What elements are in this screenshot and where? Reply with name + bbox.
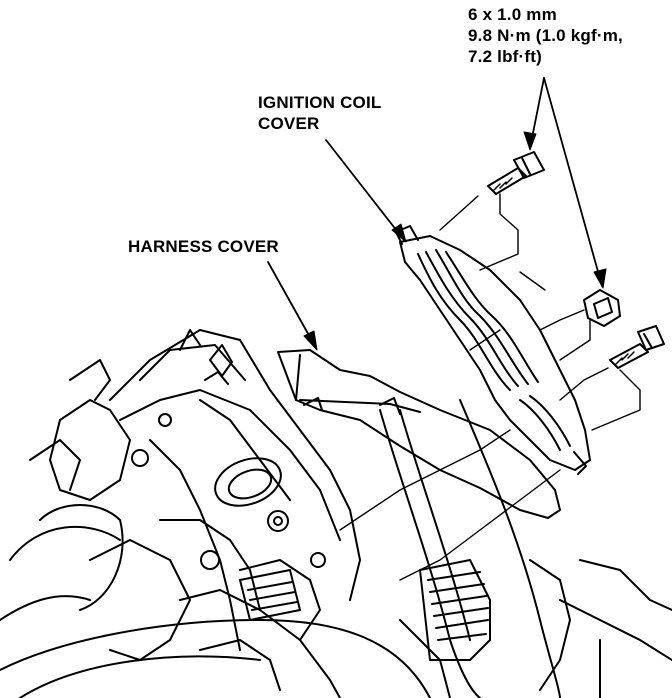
mount-bolts <box>487 151 665 369</box>
bolt-spec-torque-nm: 9.8 N·m (1.0 kgf·m, <box>468 26 623 45</box>
ignition-coil-cover-line2: COVER <box>258 114 320 133</box>
arrow-heads <box>303 131 607 351</box>
lower-engine-parts <box>379 399 672 698</box>
ignition-coil-cover-line1: IGNITION COIL <box>258 93 382 112</box>
ignition-coil-cover-label: IGNITION COIL COVER <box>258 92 381 134</box>
threaded-tube <box>239 569 301 621</box>
ignition-coil-cover-part <box>395 225 591 475</box>
harness-cover-text: HARNESS COVER <box>128 237 279 256</box>
camshaft-seal <box>214 457 282 507</box>
harness-cover-part <box>277 349 561 519</box>
engine-cylinder-head <box>0 329 431 698</box>
alignment-lines <box>339 193 641 581</box>
bolt-spec-label: 6 x 1.0 mm 9.8 N·m (1.0 kgf·m, 7.2 lbf·f… <box>468 4 623 67</box>
engine-bolts <box>131 413 326 570</box>
bolt-spec-size: 6 x 1.0 mm <box>468 5 557 24</box>
harness-cover-label: HARNESS COVER <box>128 236 279 257</box>
callout-arrows <box>267 77 603 349</box>
bolt-spec-torque-lbf: 7.2 lbf·ft) <box>468 47 542 66</box>
bolt-threads <box>493 177 635 365</box>
